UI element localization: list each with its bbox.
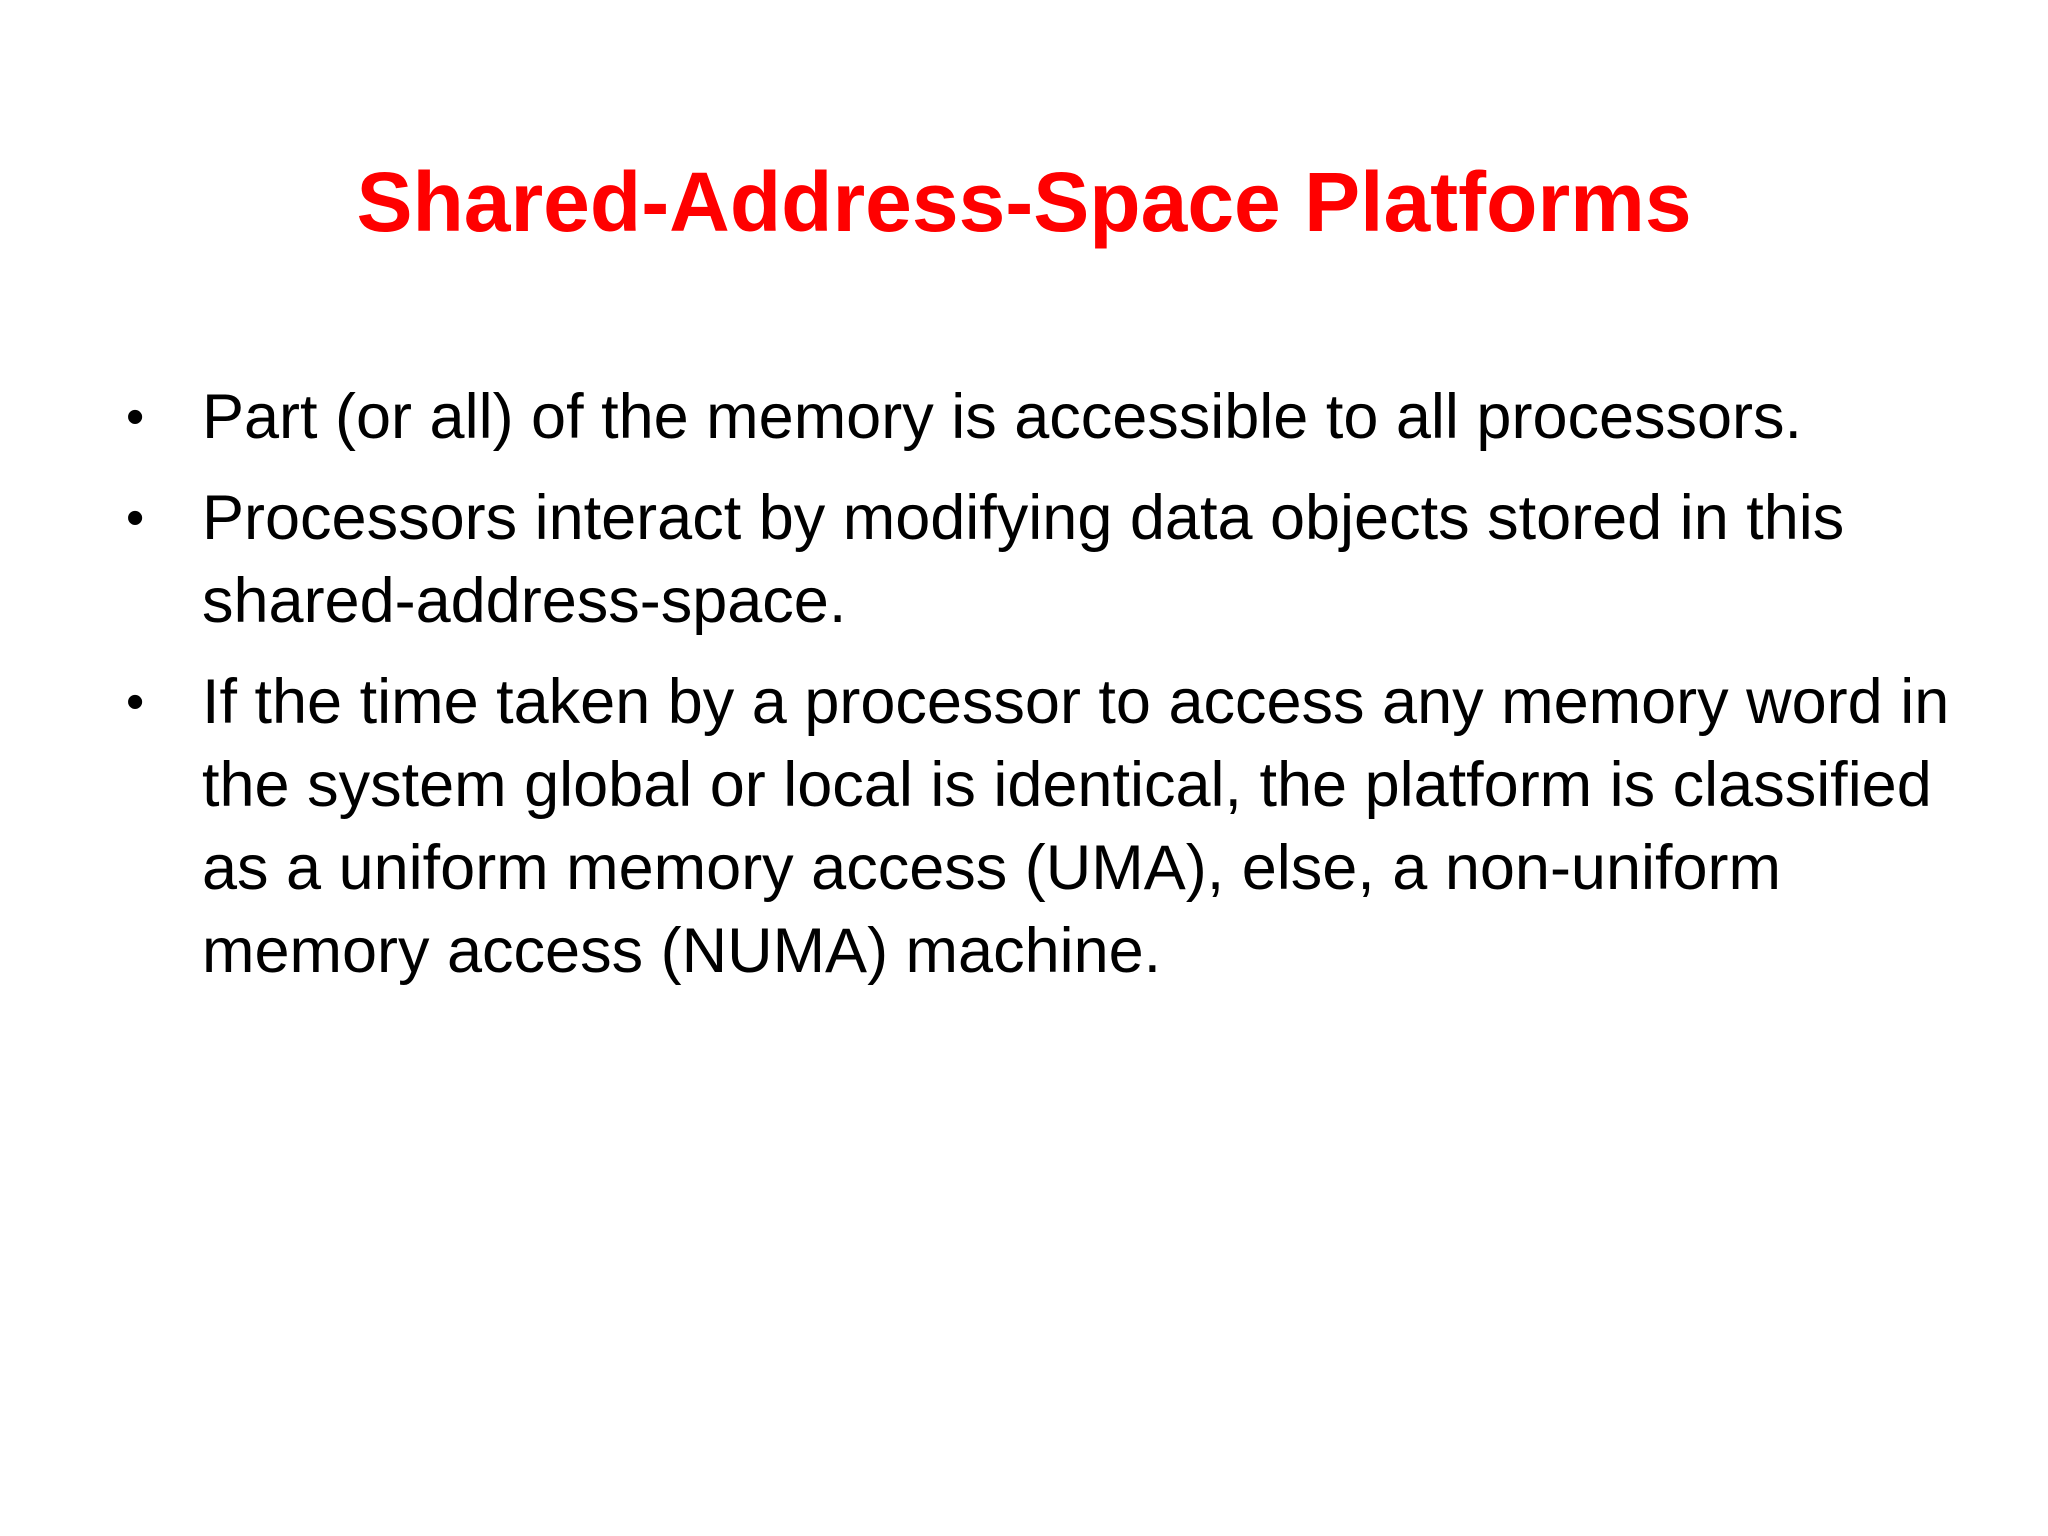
bullet-item: • If the time taken by a processor to ac…: [0, 661, 2048, 993]
bullet-text: Part (or all) of the memory is accessibl…: [202, 382, 1803, 452]
bullet-dot-icon: •: [126, 673, 145, 731]
bullet-list: • Part (or all) of the memory is accessi…: [0, 376, 2048, 1011]
bullet-text: Processors interact by modifying data ob…: [202, 483, 1845, 636]
bullet-dot-icon: •: [126, 489, 145, 547]
bullet-item: • Processors interact by modifying data …: [0, 477, 2048, 643]
bullet-dot-icon: •: [126, 388, 145, 446]
bullet-text: If the time taken by a processor to acce…: [202, 667, 1950, 986]
slide-title: Shared-Address-Space Platforms: [356, 155, 1692, 249]
bullet-item: • Part (or all) of the memory is accessi…: [0, 376, 2048, 459]
